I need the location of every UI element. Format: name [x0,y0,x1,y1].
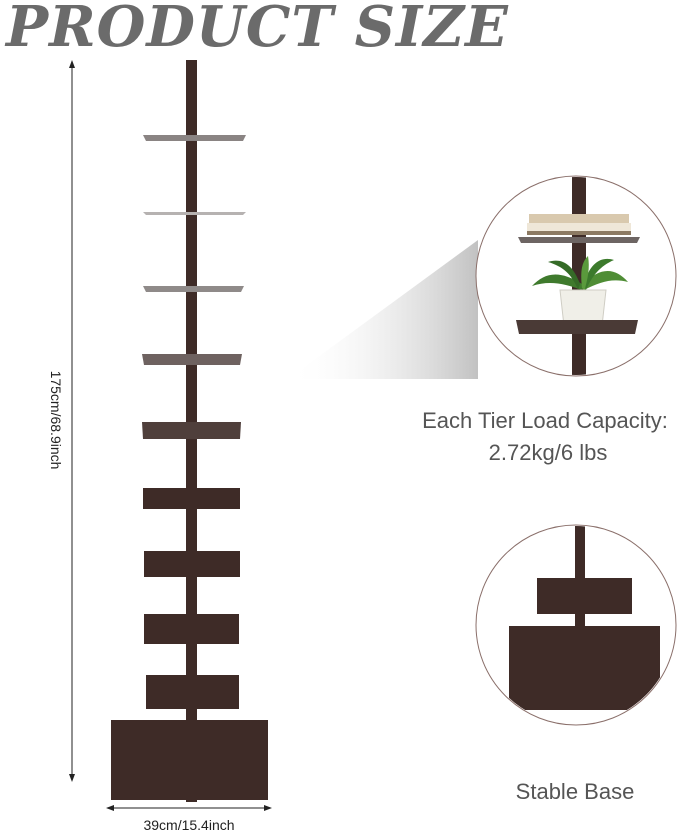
product-size-title: PRODUCT SIZE [6,0,509,60]
shelf-tower [111,60,268,802]
book-icon [529,214,629,223]
tier-detail-circle [475,175,677,377]
shelf-tier-1 [143,135,246,141]
shelf-tier-2 [143,212,246,215]
height-dimension-label: 175cm/68.9inch [48,370,64,470]
width-dimension-label: 39cm/15.4inch [143,817,235,833]
shelf-tier-6 [143,488,240,509]
load-capacity-heading: Each Tier Load Capacity: [422,408,668,433]
stable-base-caption: Stable Base [515,779,635,804]
shelf-tier-3 [143,286,244,292]
shelf-tier-8 [144,614,239,644]
shelf-tier-4 [142,354,242,365]
plant-icon [532,256,628,327]
shelf-tier-5 [142,422,241,439]
shelf-tier-9 [146,675,239,709]
base-detail-circle [475,524,677,726]
shelf-tier-7 [144,551,240,577]
width-dimension-line [106,805,272,811]
shelf-base [111,720,268,800]
height-dimension-line [69,60,75,782]
detail-projection-beam [288,240,478,379]
load-capacity-value: 2.72kg/6 lbs [488,440,608,465]
